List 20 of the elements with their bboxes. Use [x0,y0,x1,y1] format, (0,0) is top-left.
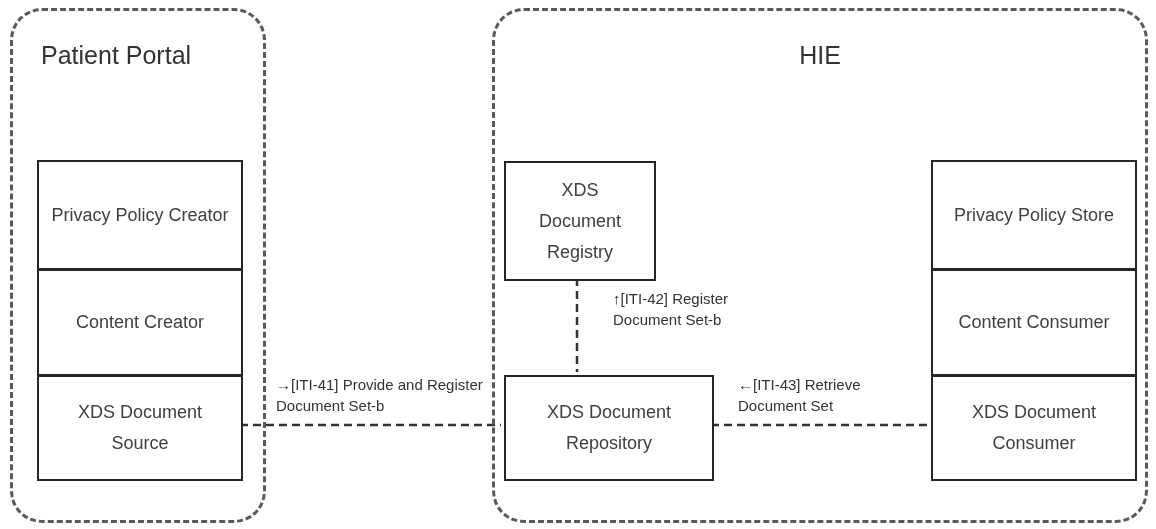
component-name: XDS Document Repository [545,401,673,455]
component-name: Content Consumer [958,311,1110,334]
component-box [37,269,243,376]
group-container [10,8,266,523]
group-title: Patient Portal [41,40,192,71]
group-title: HIE [798,40,842,71]
component-box [37,160,243,270]
component-name: Privacy Policy Store [953,203,1115,227]
component-name: XDS Document Registry [537,178,622,264]
component-box [504,161,656,281]
component-box [931,160,1137,270]
component-box [931,375,1137,481]
component-box [37,375,243,481]
component-name: Content Creator [75,311,205,334]
component-box [931,269,1137,376]
component-name: Privacy Policy Creator [51,203,229,227]
component-name: XDS Document Source [76,401,204,455]
component-box [504,375,714,481]
component-name: XDS Document Consumer [970,401,1098,455]
group-container [492,8,1148,523]
